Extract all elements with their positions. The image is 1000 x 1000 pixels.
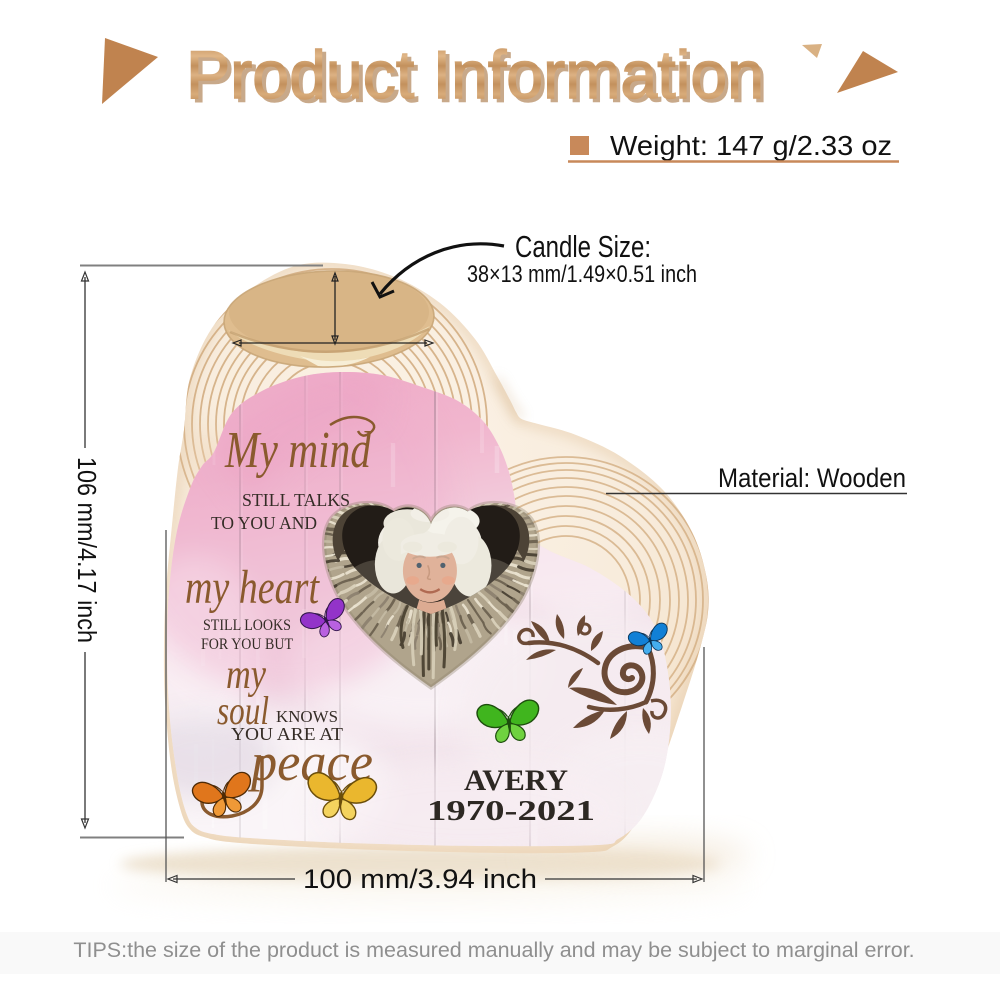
svg-text:TO YOU AND: TO YOU AND xyxy=(211,513,317,533)
svg-text:1970-2021: 1970-2021 xyxy=(427,795,595,827)
svg-text:STILL LOOKS: STILL LOOKS xyxy=(203,617,291,634)
svg-text:My mind: My mind xyxy=(224,422,372,479)
svg-text:Product Information: Product Information xyxy=(190,41,767,117)
svg-text:KNOWS: KNOWS xyxy=(276,707,338,726)
svg-text:my: my xyxy=(226,652,266,698)
svg-text:my heart: my heart xyxy=(185,561,320,614)
svg-text:soul: soul xyxy=(217,688,269,733)
svg-text:Material: Wooden: Material: Wooden xyxy=(718,463,906,493)
svg-text:Product Information: Product Information xyxy=(186,37,764,113)
svg-text:Candle Size:: Candle Size: xyxy=(515,229,651,264)
svg-text:Weight: 147 g/2.33 oz: Weight: 147 g/2.33 oz xyxy=(610,130,892,161)
svg-text:AVERY: AVERY xyxy=(464,764,568,797)
svg-text:100 mm/3.94 inch: 100 mm/3.94 inch xyxy=(303,864,537,894)
svg-text:TIPS:the size of the product i: TIPS:the size of the product is measured… xyxy=(73,938,914,962)
svg-text:YOU ARE AT: YOU ARE AT xyxy=(231,724,343,744)
svg-text:STILL TALKS: STILL TALKS xyxy=(242,490,350,510)
svg-text:106 mm/4.17 inch: 106 mm/4.17 inch xyxy=(72,457,102,643)
svg-text:FOR YOU BUT: FOR YOU BUT xyxy=(201,636,293,653)
svg-text:38×13 mm/1.49×0.51 inch: 38×13 mm/1.49×0.51 inch xyxy=(467,261,697,288)
